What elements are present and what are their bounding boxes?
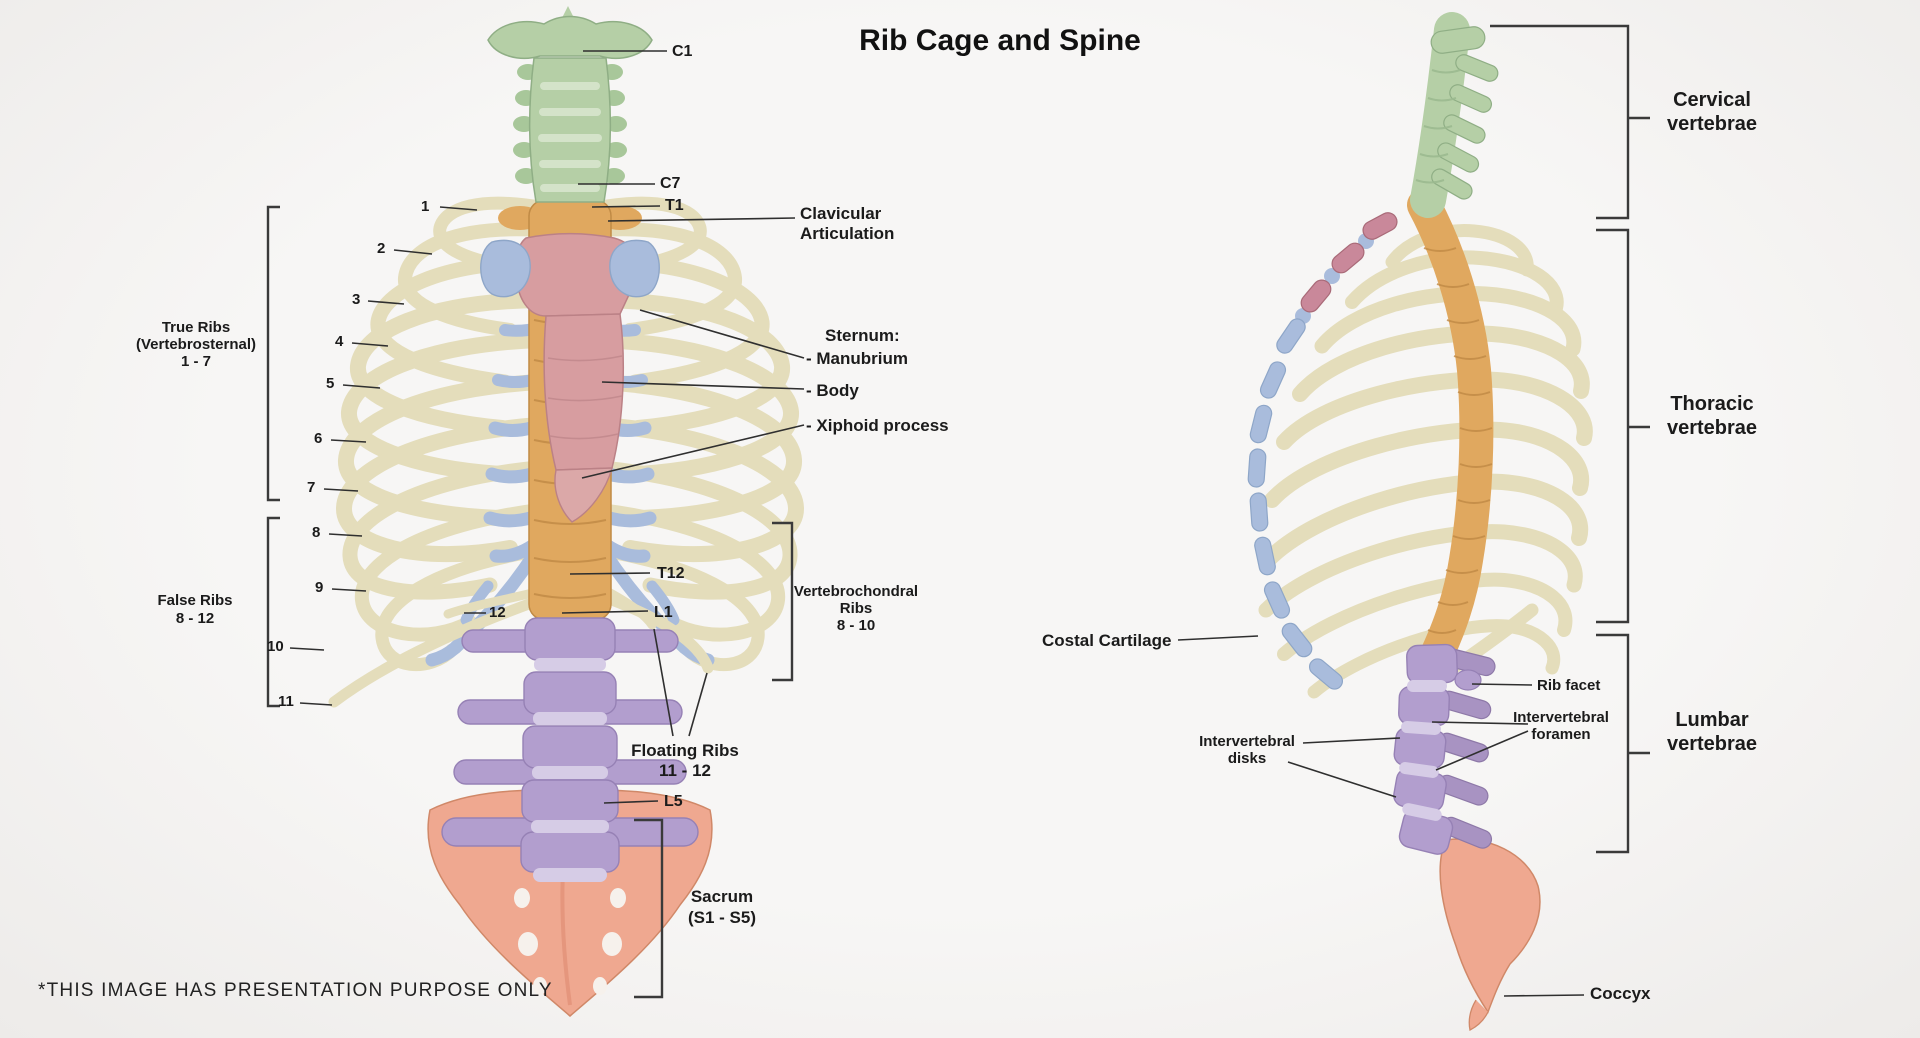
sacrum-bracket bbox=[634, 818, 664, 999]
rib-number-10: 10 bbox=[267, 638, 284, 655]
label-c1: C1 bbox=[672, 43, 693, 60]
label-thoracic-vertebrae: Thoracic vertebrae bbox=[1666, 393, 1758, 439]
coccyx-bone bbox=[1468, 999, 1489, 1031]
rib-number-8: 8 bbox=[312, 524, 321, 541]
rib-number-3: 3 bbox=[352, 291, 361, 308]
label-l1: L1 bbox=[654, 604, 673, 621]
label-sacrum: Sacrum (S1 - S5) bbox=[687, 887, 757, 927]
anterior-view bbox=[328, 6, 796, 1017]
label-intervertebral-disks: Intervertebral disks bbox=[1199, 733, 1295, 767]
rib-number-9: 9 bbox=[315, 579, 324, 596]
costal-cartilage-lateral bbox=[1247, 318, 1344, 690]
sternum bbox=[514, 232, 639, 523]
label-manubrium: - Manubrium bbox=[806, 349, 908, 368]
rib-number-5: 5 bbox=[326, 375, 335, 392]
label-t12: T12 bbox=[657, 565, 685, 582]
rib-number-4: 4 bbox=[335, 333, 344, 350]
rib-number-1: 1 bbox=[421, 198, 430, 215]
lumbar-bracket bbox=[1596, 633, 1630, 854]
rib-number-2: 2 bbox=[377, 240, 386, 257]
thoracic-spine-lateral bbox=[1407, 188, 1494, 669]
cervical-bracket bbox=[1490, 24, 1630, 220]
xiphoid-process bbox=[554, 467, 613, 523]
label-vertebrochondral-ribs: Vertebrochondral Ribs 8 - 10 bbox=[793, 583, 919, 634]
label-sternum-body: - Body bbox=[806, 381, 859, 400]
label-false-ribs: False Ribs 8 - 12 bbox=[157, 592, 233, 627]
disclaimer-text: *THIS IMAGE HAS PRESENTATION PURPOSE ONL… bbox=[38, 980, 553, 1001]
rib-number-7: 7 bbox=[307, 479, 316, 496]
label-costal-cartilage: Costal Cartilage bbox=[1042, 631, 1172, 650]
true-ribs-bracket bbox=[266, 205, 280, 502]
label-rib-facet: Rib facet bbox=[1537, 677, 1601, 694]
label-cervical-vertebrae: Cervical vertebrae bbox=[1666, 89, 1758, 135]
sacrum-lateral bbox=[1439, 838, 1541, 1031]
label-floating-ribs: Floating Ribs 11 - 12 bbox=[631, 741, 739, 780]
leader-lines bbox=[289, 50, 1585, 997]
brackets bbox=[266, 24, 1650, 999]
label-l5: L5 bbox=[664, 793, 683, 810]
sternum-edge-lateral bbox=[1295, 212, 1398, 324]
label-xiphoid-process: - Xiphoid process bbox=[806, 416, 949, 435]
label-lumbar-vertebrae: Lumbar vertebrae bbox=[1666, 709, 1758, 755]
page-title: Rib Cage and Spine bbox=[859, 24, 1141, 57]
label-coccyx: Coccyx bbox=[1590, 984, 1651, 1003]
rib-number-12: 12 bbox=[489, 604, 506, 621]
lumbar-spine-lateral bbox=[1393, 643, 1496, 855]
false-ribs-bracket bbox=[266, 516, 280, 708]
cervical-spine-lateral bbox=[1410, 12, 1499, 218]
lateral-view bbox=[1247, 12, 1593, 1031]
rib-number-11: 11 bbox=[278, 693, 294, 710]
label-clavicular-articulation: Clavicular Articulation bbox=[800, 204, 895, 243]
cervical-spine-anterior bbox=[487, 6, 653, 203]
vertebrochondral-bracket bbox=[772, 521, 794, 682]
label-t1: T1 bbox=[665, 197, 684, 214]
clavicular-articulation bbox=[480, 239, 660, 298]
label-intervertebral-foramen: Intervertebral foramen bbox=[1513, 709, 1609, 743]
lumbar-spine-anterior bbox=[441, 617, 699, 882]
label-sternum-heading: Sternum: bbox=[825, 326, 900, 345]
rib-number-6: 6 bbox=[314, 430, 323, 447]
label-c7: C7 bbox=[660, 175, 681, 192]
label-true-ribs: True Ribs (Vertebrosternal) 1 - 7 bbox=[135, 319, 257, 370]
thoracic-bracket bbox=[1596, 228, 1630, 624]
